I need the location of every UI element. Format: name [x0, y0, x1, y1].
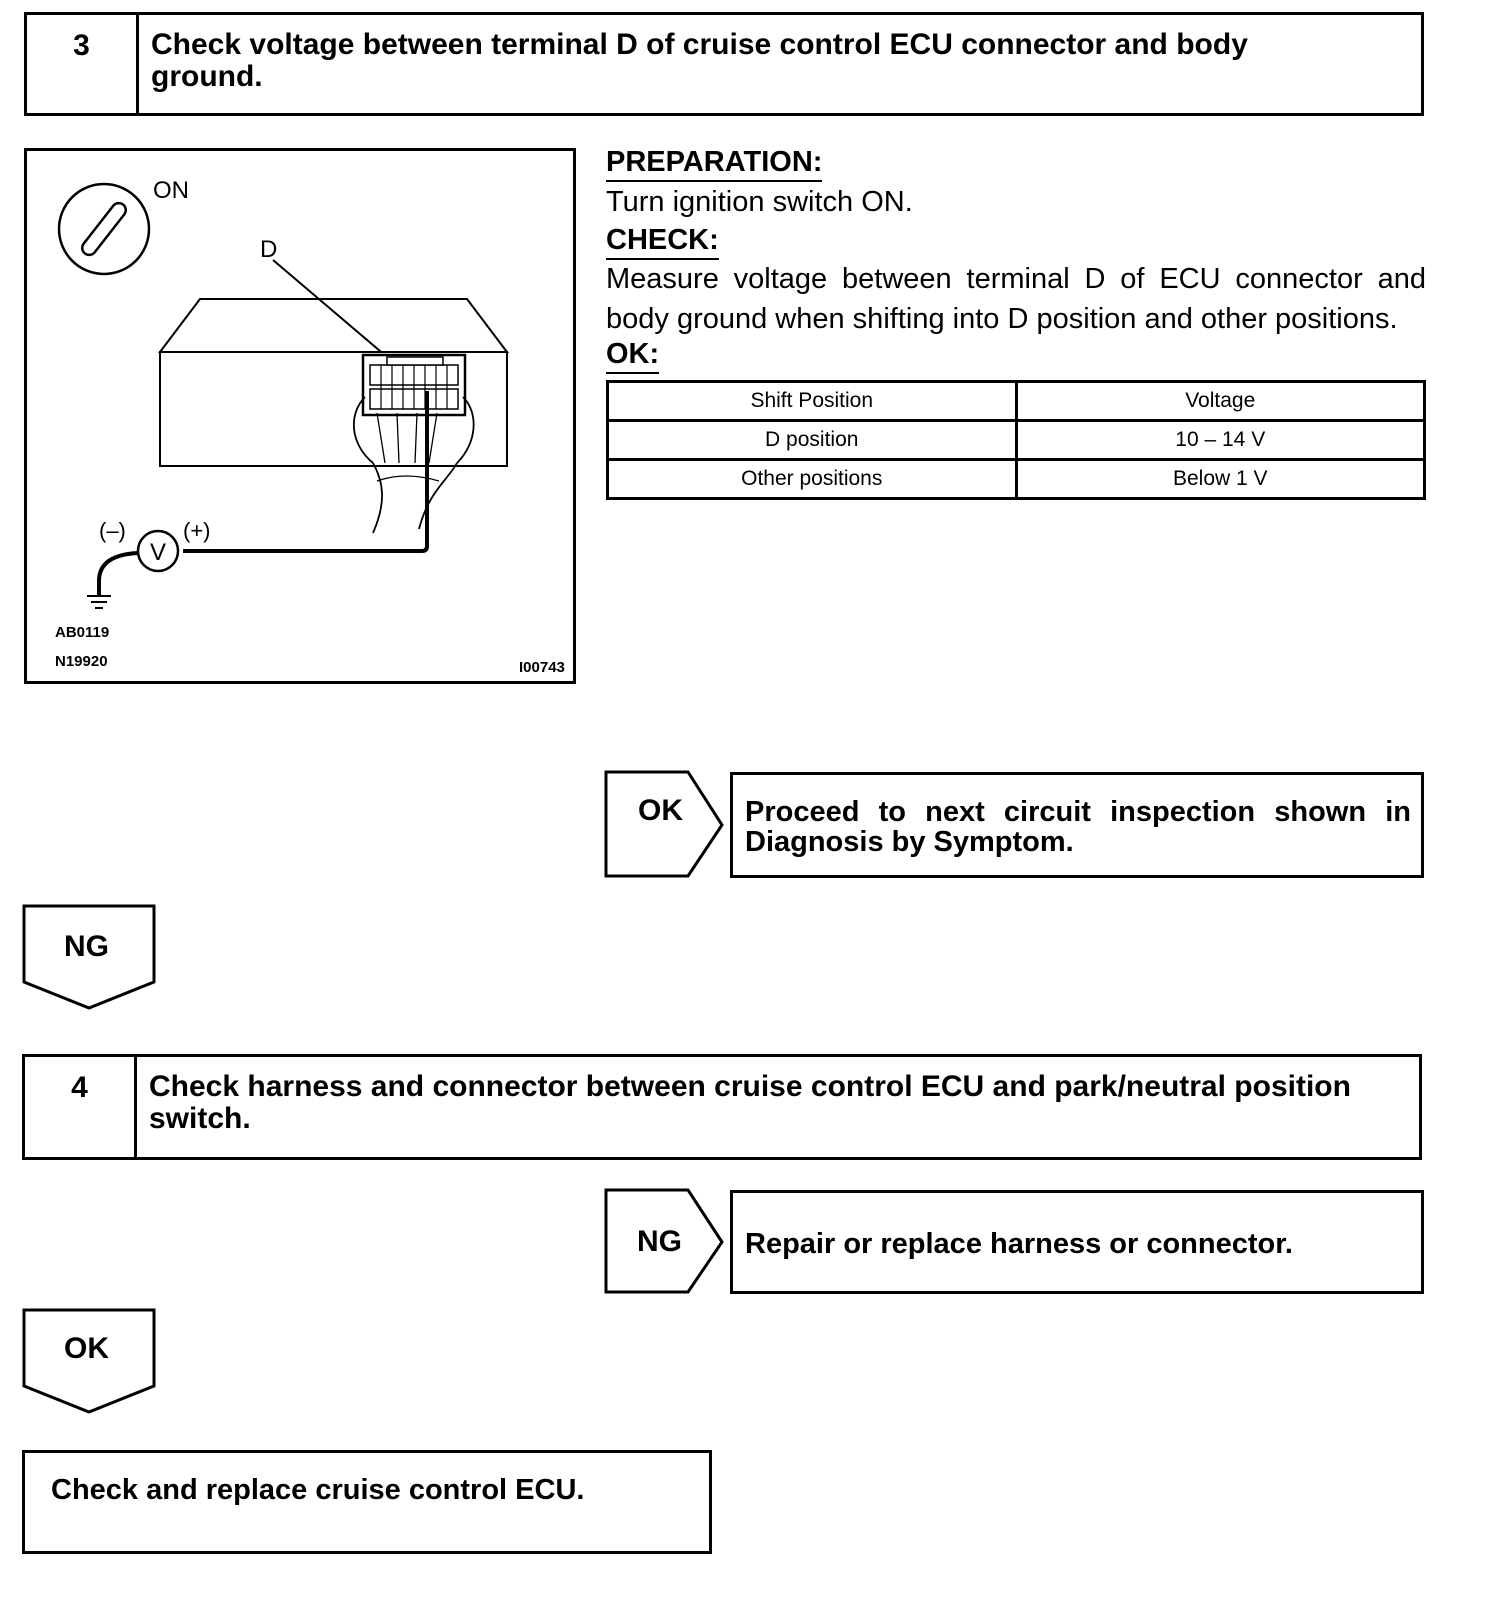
table-header-cell: Voltage [1014, 380, 1426, 422]
step-4-header: 4 Check harness and connector between cr… [22, 1054, 1422, 1160]
proceed-result-text: Proceed to next circuit inspection shown… [745, 796, 1411, 858]
ng-arrow-badge [604, 1188, 724, 1294]
table-cell: 10 – 14 V [1014, 419, 1426, 461]
final-action-box: Check and replace cruise control ECU. [22, 1450, 712, 1554]
positive-probe-lead [183, 391, 429, 553]
final-action-text: Check and replace cruise control ECU. [51, 1474, 585, 1506]
check-heading: CHECK: [606, 224, 719, 260]
check-text: Measure voltage between terminal D of EC… [606, 263, 1426, 335]
repair-result-box: Repair or replace harness or connector. [730, 1190, 1424, 1294]
diagram-code-2: N19920 [55, 653, 108, 670]
preparation-heading: PREPARATION: [606, 146, 823, 182]
voltmeter-label: V [150, 539, 166, 566]
proceed-result-box: Proceed to next circuit inspection shown… [730, 772, 1424, 878]
positive-lead-label: (+) [183, 518, 211, 543]
step-3-number: 3 [27, 15, 139, 113]
ecu-connector-diagram: ON D [24, 148, 576, 684]
voltmeter-icon: V [136, 529, 180, 573]
ground-symbol-icon [87, 595, 111, 609]
table-header-row: Shift Position Voltage [606, 380, 1426, 422]
negative-probe-lead [97, 551, 139, 595]
ng-down-arrow-badge [22, 904, 156, 1010]
terminal-d-label: D [260, 236, 277, 263]
ignition-on-label: ON [153, 177, 189, 204]
ecu-connector [361, 353, 467, 417]
ok-down-badge-label: OK [64, 1332, 109, 1365]
diagram-drawing: ON D [55, 177, 565, 676]
table-cell: Other positions [606, 458, 1018, 500]
table-header-cell: Shift Position [606, 380, 1018, 422]
ok-down-arrow-badge [22, 1308, 156, 1414]
step-4-number: 4 [25, 1057, 137, 1157]
ng-down-badge-label: NG [64, 930, 109, 963]
table-cell: D position [606, 419, 1018, 461]
voltage-spec-table: Shift Position Voltage D position 10 – 1… [606, 380, 1426, 500]
step-3-title: Check voltage between terminal D of crui… [151, 28, 1248, 93]
ignition-key-icon [57, 182, 151, 276]
table-row: D position 10 – 14 V [606, 419, 1426, 461]
ng-badge-label: NG [637, 1225, 682, 1258]
diagram-code-3: I00743 [519, 659, 565, 676]
step-3-header: 3 Check voltage between terminal D of cr… [24, 12, 1424, 116]
wire-harness [353, 396, 475, 534]
negative-lead-label: (–) [99, 518, 126, 543]
step-4-title: Check harness and connector between crui… [149, 1070, 1351, 1135]
repair-result-text: Repair or replace harness or connector. [745, 1228, 1293, 1260]
ok-arrow-badge [604, 770, 724, 878]
preparation-text: Turn ignition switch ON. [606, 186, 913, 218]
table-row: Other positions Below 1 V [606, 458, 1426, 500]
ok-heading: OK: [606, 338, 660, 374]
diagram-code-1: AB0119 [55, 624, 109, 641]
ok-badge-label: OK [638, 794, 683, 827]
table-cell: Below 1 V [1014, 458, 1426, 500]
